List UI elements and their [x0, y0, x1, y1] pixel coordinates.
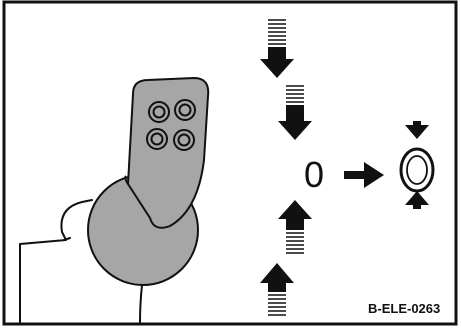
- down-arrow-icon: [278, 85, 312, 140]
- up-arrow-icon: [278, 200, 312, 254]
- thumb-button-icon: [146, 99, 196, 151]
- neutral-position-icon: [399, 121, 435, 209]
- down-arrow-icon: [260, 19, 294, 78]
- right-arrow-icon: [344, 162, 384, 188]
- neutral-zero-label: 0: [304, 154, 324, 195]
- reference-code: B-ELE-0263: [368, 301, 440, 316]
- handle-shoulder: [124, 175, 129, 185]
- up-arrow-icon: [260, 263, 294, 316]
